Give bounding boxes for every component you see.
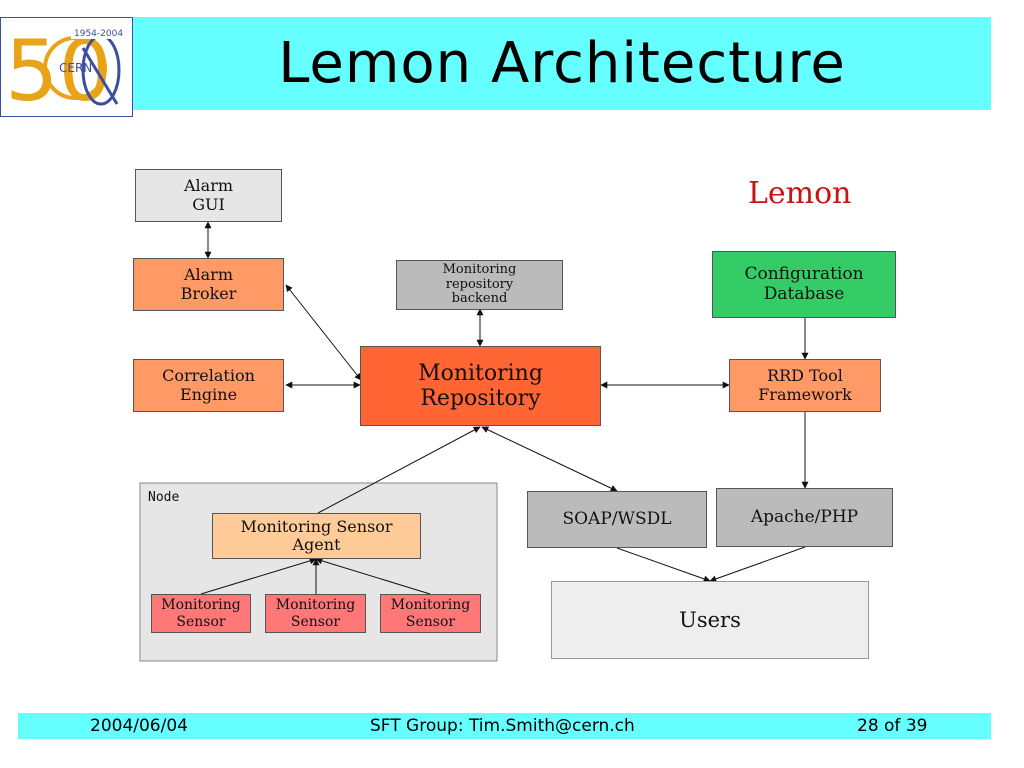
lemon-brand-label: Lemon <box>748 176 852 211</box>
alarm-gui-box: Alarm GUI <box>135 169 282 222</box>
monitoring-sensor-3-box: Monitoring Sensor <box>380 594 481 633</box>
edge-apache-users <box>709 546 806 583</box>
edge-repository-soap <box>481 426 618 492</box>
alarm-broker-box: Alarm Broker <box>133 258 284 311</box>
edge-broker-repository <box>285 284 362 381</box>
footer-date: 2004/06/04 <box>90 716 188 736</box>
footer-band <box>18 713 991 739</box>
slide-title: Lemon Architecture <box>278 31 846 96</box>
node-group-label: Node <box>148 490 180 505</box>
edge-sensor1-agent <box>200 557 317 595</box>
users-box: Users <box>551 581 869 659</box>
monitoring-sensor-2-box: Monitoring Sensor <box>265 594 366 633</box>
logo-name: CERN <box>59 61 92 75</box>
cern-50-logo: 50 1954-2004 CERN <box>0 17 133 120</box>
sensor-agent-box: Monitoring Sensor Agent <box>212 513 421 559</box>
node-group <box>139 482 498 662</box>
monitoring-repository-box: Monitoring Repository <box>360 346 601 426</box>
edge-soap-users <box>616 547 711 583</box>
monitoring-sensor-1-box: Monitoring Sensor <box>151 594 251 633</box>
rrd-tool-box: RRD Tool Framework <box>729 359 881 412</box>
title-band <box>133 17 991 110</box>
repository-backend-box: Monitoring repository backend <box>396 260 563 310</box>
soap-wsdl-box: SOAP/WSDL <box>527 491 707 548</box>
apache-php-box: Apache/PHP <box>716 488 893 547</box>
footer-page-number: 28 of 39 <box>857 716 928 736</box>
edge-sensor3-agent <box>315 557 431 595</box>
correlation-engine-box: Correlation Engine <box>133 359 284 412</box>
footer-author: SFT Group: Tim.Smith@cern.ch <box>370 716 635 736</box>
logo-years: 1954-2004 <box>74 29 123 39</box>
configuration-database-box: Configuration Database <box>712 251 896 318</box>
edge-agent-repository <box>317 426 481 514</box>
